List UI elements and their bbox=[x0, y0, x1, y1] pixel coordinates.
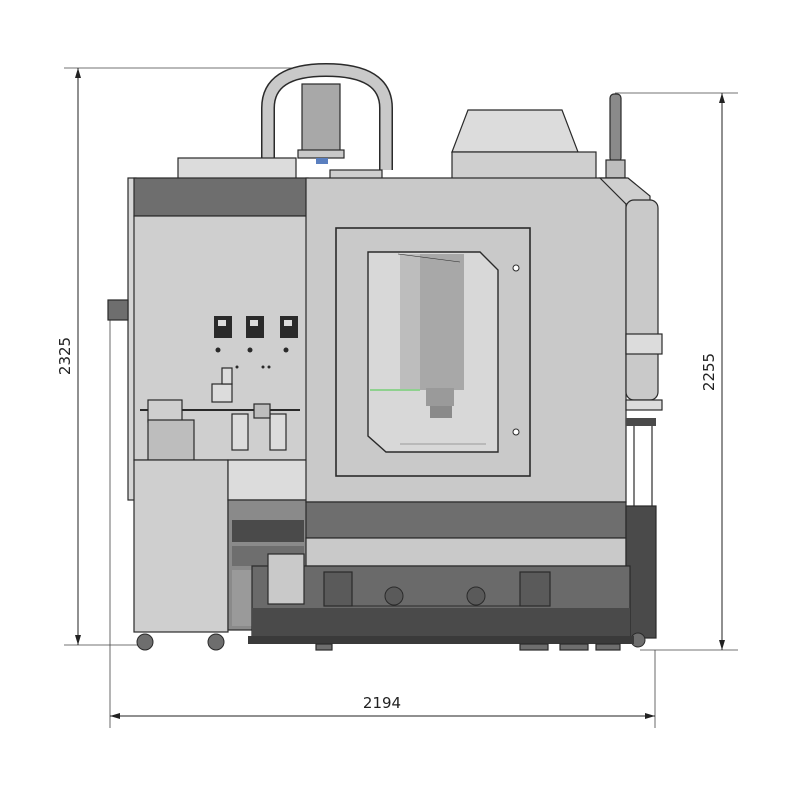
dimension-overall-width: 2194 bbox=[109, 318, 656, 728]
leveling-foot bbox=[519, 643, 549, 651]
leveling-foot bbox=[315, 643, 333, 651]
control-switches bbox=[214, 316, 298, 369]
top-cover-box bbox=[177, 157, 297, 181]
right-side-assembly bbox=[598, 177, 663, 648]
cart-wheel-left bbox=[136, 633, 154, 651]
door-bolt-bottom bbox=[512, 428, 520, 436]
machine-door bbox=[335, 227, 531, 477]
cart-wheel-right bbox=[207, 633, 225, 651]
electrical-cabinet bbox=[107, 177, 309, 501]
door-bolt-top bbox=[512, 264, 520, 272]
leveling-foot bbox=[559, 643, 589, 651]
leveling-foot bbox=[595, 643, 621, 651]
dimension-cabinet-height: 2255 bbox=[615, 92, 738, 651]
dimension-total-height: 2325 bbox=[56, 67, 330, 646]
dimension-label-2194: 2194 bbox=[363, 694, 401, 712]
dimension-label-2255: 2255 bbox=[700, 353, 718, 391]
spindle-head bbox=[370, 253, 464, 418]
tool-changer-top bbox=[451, 109, 597, 181]
air-service-unit bbox=[140, 367, 300, 461]
dimension-label-2325: 2325 bbox=[56, 337, 74, 375]
drawbar-handle bbox=[605, 93, 626, 179]
machine-base bbox=[248, 553, 634, 651]
